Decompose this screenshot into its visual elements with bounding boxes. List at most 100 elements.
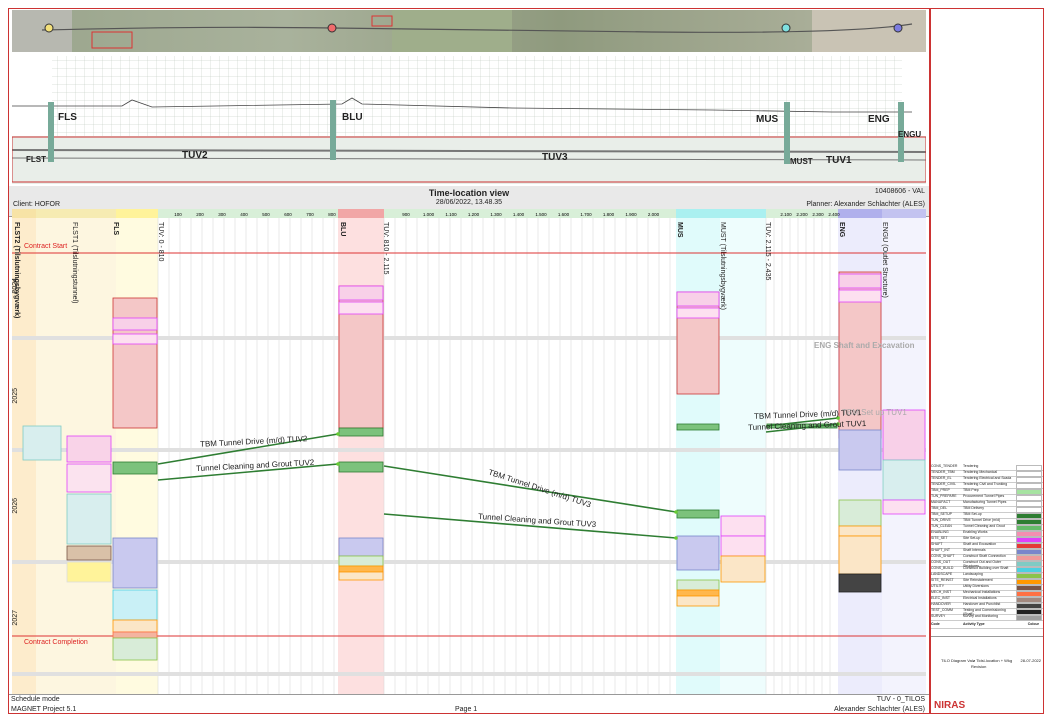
legend-code: TUN_DRIVE bbox=[931, 518, 951, 522]
legend-swatch bbox=[1016, 555, 1042, 561]
drive-end-point bbox=[336, 462, 340, 466]
activity-block[interactable] bbox=[838, 429, 882, 471]
activity-block[interactable] bbox=[112, 637, 158, 661]
activity-block[interactable] bbox=[676, 579, 720, 591]
activity-block[interactable] bbox=[66, 493, 112, 545]
legend-swatch bbox=[1016, 495, 1042, 501]
activity-block[interactable] bbox=[338, 571, 384, 581]
legend-code: TBM_SETUP bbox=[931, 512, 953, 516]
tunnel-drive-line[interactable] bbox=[383, 465, 677, 513]
legend-code: MECH_INST bbox=[931, 590, 952, 594]
legend-activity: Mechanical Installations bbox=[963, 590, 1001, 594]
legend-code: CONS_SHAFT bbox=[931, 554, 955, 558]
legend-code: SHAFT bbox=[931, 542, 943, 546]
legend-code: TUN_CLEAN bbox=[931, 524, 952, 528]
legend-code: ENABLING bbox=[931, 530, 949, 534]
activity-block[interactable] bbox=[838, 535, 882, 575]
blu-marker bbox=[327, 23, 337, 33]
chainage-tick: 1.800 bbox=[603, 212, 615, 217]
legend-swatch bbox=[1016, 483, 1042, 489]
tunnel-drive-line[interactable] bbox=[157, 433, 339, 465]
activity-block[interactable] bbox=[66, 561, 112, 583]
activity-block[interactable] bbox=[112, 537, 158, 589]
activity-block[interactable] bbox=[676, 291, 720, 395]
legend-swatch bbox=[1016, 519, 1042, 525]
activity-block[interactable] bbox=[112, 297, 158, 429]
activity-block[interactable] bbox=[112, 589, 158, 621]
activity-block[interactable] bbox=[112, 461, 158, 475]
legend-swatch bbox=[1016, 531, 1042, 537]
activity-block[interactable] bbox=[338, 537, 384, 557]
activity-block[interactable] bbox=[720, 515, 766, 537]
activity-block[interactable] bbox=[22, 425, 62, 461]
activity-block[interactable] bbox=[112, 619, 158, 633]
profile-label-tuv2: TUV2 bbox=[182, 150, 208, 161]
col-tuv-b: TUV: 810 - 2.115 bbox=[382, 222, 389, 275]
legend-swatch bbox=[1016, 465, 1042, 471]
tunnel-drive-line[interactable] bbox=[157, 463, 339, 481]
chainage-tick: 2.400 bbox=[828, 212, 840, 217]
legend-swatch bbox=[1016, 597, 1042, 603]
activity-block[interactable] bbox=[676, 535, 720, 571]
activity-block[interactable] bbox=[676, 595, 720, 607]
activity-block[interactable] bbox=[720, 535, 766, 557]
activity-block[interactable] bbox=[338, 301, 384, 315]
activity-block[interactable] bbox=[112, 333, 158, 345]
legend-code: TBM_PREP bbox=[931, 488, 950, 492]
activity-block[interactable] bbox=[676, 509, 720, 519]
activity-block[interactable] bbox=[112, 317, 158, 331]
mus-marker bbox=[781, 23, 791, 33]
footer-mode: Schedule mode bbox=[11, 696, 60, 703]
activity-block[interactable] bbox=[338, 461, 384, 473]
tunnel-drive-line[interactable] bbox=[765, 423, 839, 433]
legend-swatch bbox=[1016, 585, 1042, 591]
footer: Schedule mode MAGNET Project 5.1 Page 1 … bbox=[9, 694, 929, 715]
activity-block[interactable] bbox=[838, 525, 882, 537]
footer-author: Alexander Schlachter (ALES) bbox=[833, 706, 925, 713]
profile-label-engu: ENGU bbox=[898, 130, 922, 139]
activity-block[interactable] bbox=[882, 499, 926, 515]
activity-block[interactable] bbox=[66, 435, 112, 463]
activity-block[interactable] bbox=[882, 409, 926, 461]
activity-block[interactable] bbox=[338, 285, 384, 301]
chainage-tick: 1.200 bbox=[468, 212, 480, 217]
activity-block[interactable] bbox=[338, 555, 384, 567]
project-code: 10408606 - VAL bbox=[874, 188, 925, 195]
activity-block[interactable] bbox=[112, 631, 158, 639]
activity-block[interactable] bbox=[338, 427, 384, 437]
legend-activity: Electrical Installations bbox=[963, 596, 997, 600]
legend-activity: Tendering bbox=[963, 464, 979, 468]
legend-activity: Landscaping bbox=[963, 572, 983, 576]
activity-block[interactable] bbox=[66, 545, 112, 561]
activity-block[interactable] bbox=[676, 423, 720, 431]
activity-block[interactable] bbox=[676, 291, 720, 307]
profile-label-flst: FLST bbox=[26, 155, 46, 164]
legend-swatch bbox=[1016, 567, 1042, 573]
chainage-tick: 2.000 bbox=[648, 212, 660, 217]
activity-block[interactable] bbox=[676, 589, 720, 597]
legend-code: MANUFACT bbox=[931, 500, 951, 504]
activity-block[interactable] bbox=[838, 573, 882, 593]
tunnel-drive-line[interactable] bbox=[765, 417, 839, 427]
activity-block[interactable] bbox=[882, 459, 926, 501]
legend-swatch bbox=[1016, 525, 1042, 531]
time-location-chart bbox=[12, 218, 926, 694]
legend-code: TENDER_CIVIL bbox=[931, 482, 957, 486]
chainage-tick: 900 bbox=[402, 212, 410, 217]
activity-block[interactable] bbox=[676, 307, 720, 319]
activity-block[interactable] bbox=[838, 289, 882, 303]
activity-block[interactable] bbox=[720, 555, 766, 583]
legend-swatch bbox=[1016, 489, 1042, 495]
activity-block[interactable] bbox=[66, 463, 112, 493]
activity-block[interactable] bbox=[338, 565, 384, 573]
tunnel-drive-line[interactable] bbox=[383, 513, 677, 539]
activity-block[interactable] bbox=[838, 499, 882, 527]
activity-block[interactable] bbox=[838, 273, 882, 289]
